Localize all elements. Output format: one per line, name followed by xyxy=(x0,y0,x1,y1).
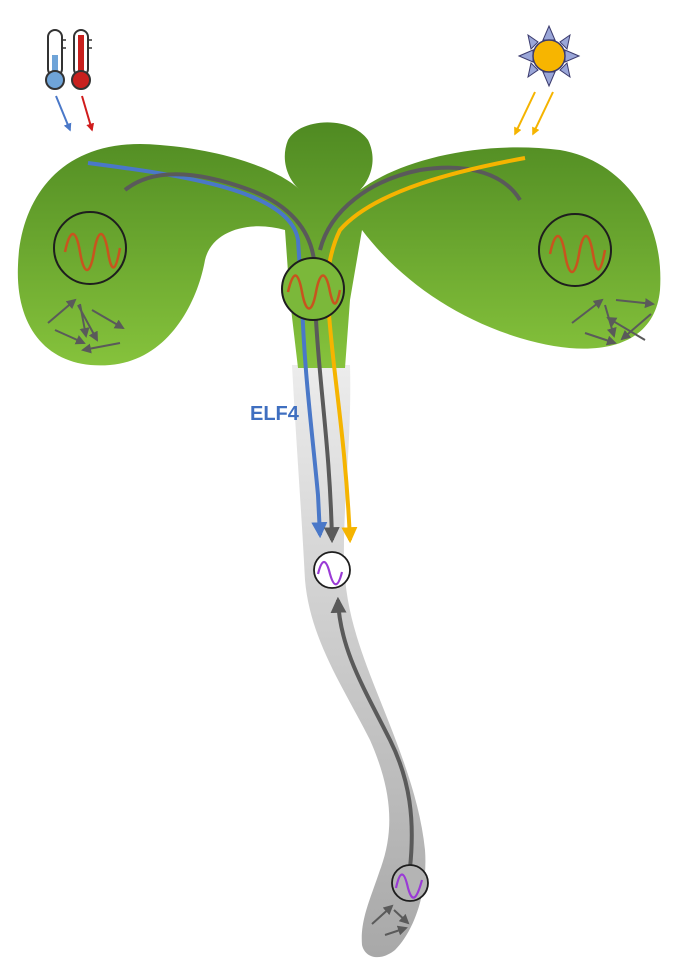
thermometer-hot-icon xyxy=(71,29,92,90)
light-input-arrow-left xyxy=(514,91,536,136)
light-input-arrow-right xyxy=(532,91,554,136)
shoot-signal-pathway-line xyxy=(123,172,340,544)
right-cotyledon-network-arrows xyxy=(571,298,655,346)
elf4-label: ELF4 xyxy=(250,403,300,425)
root-tip-network-arrows xyxy=(371,904,410,936)
thermometer-cold-icon xyxy=(45,29,66,90)
left-cotyledon-oscillator xyxy=(53,211,127,285)
root-signal-pathway-line xyxy=(330,596,414,869)
cold-input-arrow xyxy=(55,95,72,132)
shoot-signal-pathway-line-right xyxy=(318,165,522,251)
cotyledon-shape xyxy=(17,122,661,368)
left-cotyledon-network-arrows xyxy=(47,298,125,354)
shoot-apex-oscillator xyxy=(281,257,345,321)
sun-icon xyxy=(517,24,581,88)
right-cotyledon-oscillator xyxy=(538,213,612,287)
root-upper-oscillator xyxy=(313,551,351,589)
root-tip-oscillator xyxy=(391,864,429,902)
root-shape xyxy=(292,365,426,958)
heat-input-arrow xyxy=(81,95,95,132)
